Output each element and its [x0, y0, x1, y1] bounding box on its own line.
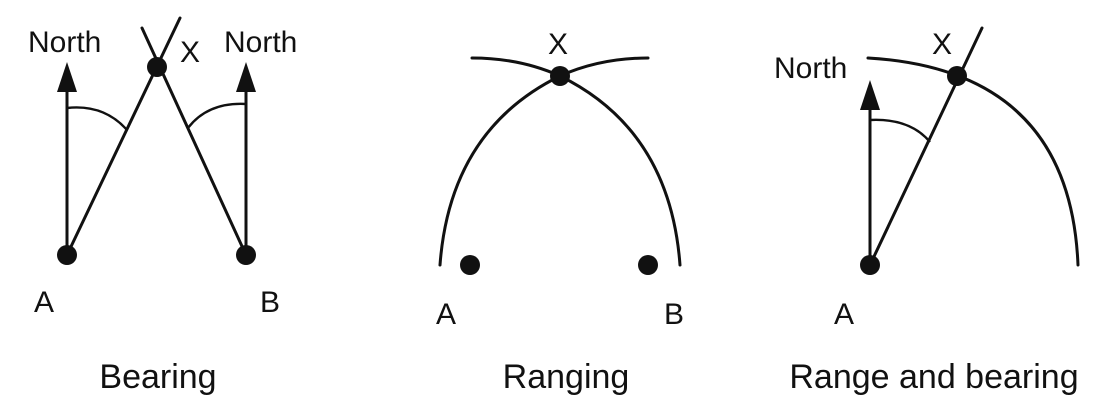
point-a-label: A	[436, 298, 456, 331]
bearing-angle-arc-b	[187, 102, 247, 129]
range-arc-right	[470, 56, 682, 267]
range-arc-left	[438, 56, 650, 267]
north-arrow-a-head	[57, 62, 77, 92]
bearing-line-a	[65, 16, 182, 257]
point-a	[860, 255, 880, 275]
point-b-label: B	[260, 286, 280, 319]
bearing-angle-arc-a	[66, 106, 128, 131]
north-label: North	[774, 52, 847, 85]
bearing-line-a	[868, 26, 984, 267]
point-x-label: X	[932, 28, 952, 61]
north-arrow-a-head	[860, 80, 880, 110]
panel-bearing: North North X A B Bearing	[28, 16, 297, 396]
bearing-angle-arc	[869, 118, 931, 143]
panel-range-and-bearing: North X A Range and bearing	[774, 26, 1080, 396]
caption-range-and-bearing: Range and bearing	[789, 358, 1078, 396]
panel-ranging: X A B Ranging	[436, 28, 684, 396]
north-label-left: North	[28, 26, 101, 59]
caption-ranging: Ranging	[503, 358, 630, 396]
point-b-label: B	[664, 298, 684, 331]
point-a	[57, 245, 77, 265]
north-label-right: North	[224, 26, 297, 59]
point-a-label: A	[834, 298, 854, 331]
point-b	[638, 255, 658, 275]
point-a-label: A	[34, 286, 54, 319]
point-x	[947, 66, 967, 86]
range-arc	[866, 56, 1080, 267]
caption-bearing: Bearing	[99, 358, 216, 396]
point-x	[147, 57, 167, 77]
point-x-label: X	[548, 28, 568, 61]
point-x	[550, 66, 570, 86]
north-arrow-b-head	[236, 62, 256, 92]
point-b	[236, 245, 256, 265]
point-x-label: X	[180, 36, 200, 69]
point-a	[460, 255, 480, 275]
